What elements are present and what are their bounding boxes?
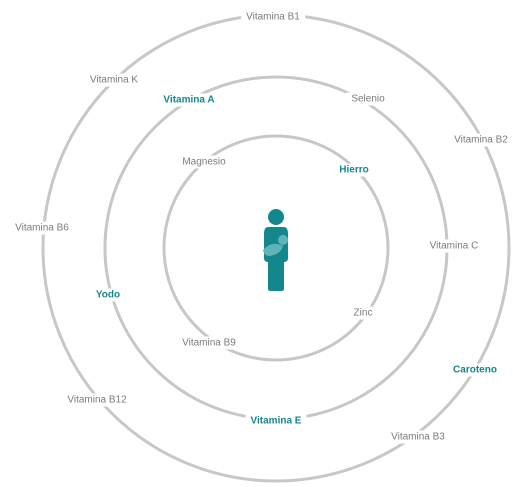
mother-holding-baby-icon [263, 209, 288, 291]
nutrient-label-vitamina-b3: Vitamina B3 [386, 430, 450, 444]
nutrient-label-vitamina-b12: Vitamina B12 [62, 393, 132, 407]
nutrient-label-hierro: Hierro [334, 163, 374, 177]
nutrient-label-vitamina-b2: Vitamina B2 [449, 133, 513, 147]
nutrient-label-magnesio: Magnesio [177, 155, 231, 169]
inner-ring [162, 134, 390, 362]
nutrient-rings-diagram: Magnesio Hierro Zinc Vitamina B9 Vitamin… [10, 10, 511, 483]
nutrient-label-vitamina-e: Vitamina E [245, 414, 307, 428]
nutrient-label-selenio: Selenio [346, 92, 390, 106]
nutrient-label-vitamina-k: Vitamina K [84, 73, 144, 87]
nutrient-label-vitamina-b1: Vitamina B1 [241, 10, 305, 24]
nutrient-label-yodo: Yodo [90, 288, 126, 302]
nutrient-label-caroteno: Caroteno [448, 363, 502, 377]
nutrient-label-zinc: Zinc [348, 306, 378, 320]
nutrient-label-vitamina-b6: Vitamina B6 [10, 221, 74, 235]
nutrient-label-vitamina-a: Vitamina A [158, 93, 220, 107]
nutrient-label-vitamina-c: Vitamina C [424, 239, 484, 253]
nutrient-label-vitamina-b9: Vitamina B9 [177, 336, 241, 350]
